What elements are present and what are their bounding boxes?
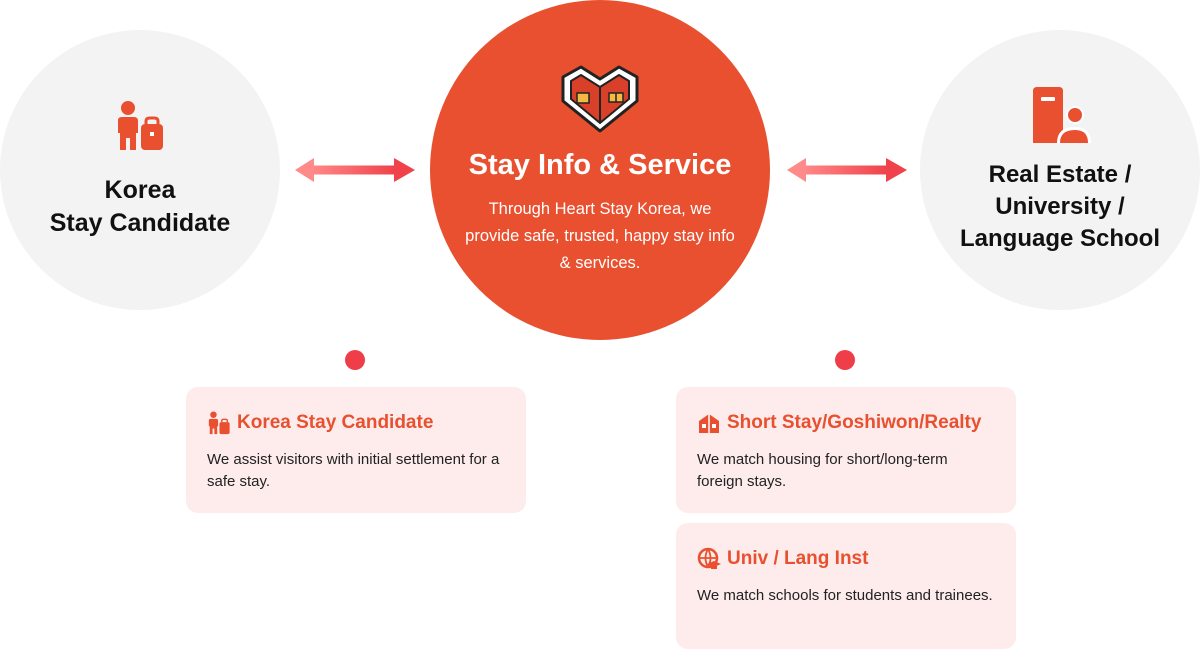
double-arrow <box>787 158 907 182</box>
card-description: We match schools for students and traine… <box>697 587 993 604</box>
card-description: We match housing for short/long-term for… <box>697 451 948 490</box>
left-node-title: Korea Stay Candidate <box>49 176 231 237</box>
connector-dot <box>835 350 855 370</box>
card-univ-lang-inst: Univ / Lang Inst We match schools for st… <box>676 523 1016 649</box>
house-icon <box>699 414 719 433</box>
card-short-stay-goshiwon-realty: Short Stay/Goshiwon/Realty We match hous… <box>676 387 1016 513</box>
center-node-title: Stay Info & Service <box>468 149 732 181</box>
card-title: Korea Stay Candidate <box>237 412 434 433</box>
double-arrow <box>295 158 415 182</box>
center-node-description: Through Heart Stay Korea, we provide saf… <box>465 200 735 272</box>
connector-dot <box>345 350 365 370</box>
card-title: Univ / Lang Inst <box>727 548 869 569</box>
globe-graduation-icon <box>697 547 721 569</box>
heart-house-logo <box>561 65 639 133</box>
real-estate-university-node: Real Estate / University / Language Scho… <box>920 30 1200 310</box>
korea-stay-candidate-node: Korea Stay Candidate <box>0 30 280 310</box>
card-korea-stay-candidate: Korea Stay Candidate We assist visitors … <box>186 387 526 513</box>
building-person-icon <box>1033 87 1091 143</box>
person-with-bag-icon <box>208 411 230 435</box>
person-with-bag-icon <box>118 101 163 150</box>
left-connector <box>295 158 415 370</box>
stay-info-service-node: Stay Info & Service Through Heart Stay K… <box>430 0 770 340</box>
card-description: We assist visitors with initial settleme… <box>207 451 500 490</box>
right-node-title: Real Estate / University / Language Scho… <box>959 161 1160 252</box>
card-title: Short Stay/Goshiwon/Realty <box>727 412 982 433</box>
right-connector <box>787 158 907 370</box>
